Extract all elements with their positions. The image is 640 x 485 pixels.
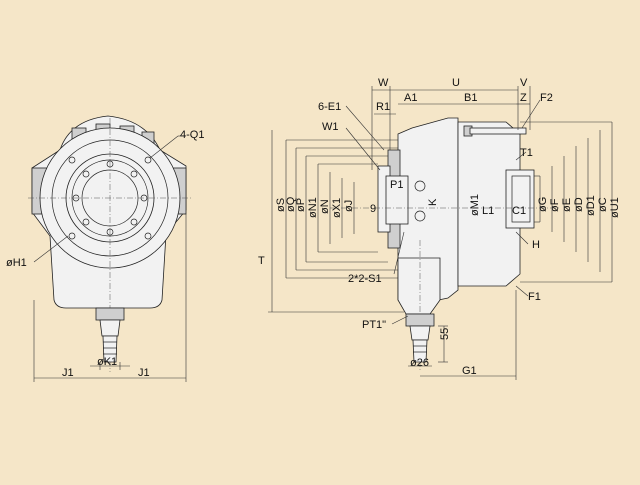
label-h: H [532,239,540,251]
label-z: Z [520,92,527,104]
label-a1: A1 [404,92,417,104]
label-g1: G1 [462,365,477,377]
side-piston [505,169,535,229]
left-diameter-labels: øS øQ øP øN1 øN øX1 øJ [275,196,355,218]
label-e1: 6-E1 [318,101,341,113]
label-q1: 4-Q1 [180,129,204,141]
side-port-k2 [414,210,426,222]
side-rear-cylinder [457,121,521,287]
label-k: K [427,198,439,206]
label-p: øP [295,198,307,212]
side-bore [385,175,409,225]
side-fitting-body [409,325,431,341]
front-fitting-barb [102,335,118,363]
front-fitting-nut [95,307,125,321]
label-q: øQ [285,196,297,212]
side-bolt [469,127,527,135]
label-u: U [452,77,460,89]
side-fitting-barb [412,339,428,363]
side-bottom-port [397,257,441,315]
label-c1: C1 [512,205,526,217]
label-t1: T1 [520,147,533,159]
label-r1: R1 [376,101,390,113]
label-h1: øH1 [6,257,27,269]
front-fitting-body [99,319,121,337]
label-g: øG [537,197,549,212]
label-d1: øD1 [585,195,597,216]
label-w: W [378,77,389,89]
label-s1: 2*2-S1 [348,273,382,285]
label-m1: øM1 [469,194,481,216]
side-port-k [414,180,426,192]
label-t: T [258,255,265,267]
label-u1: øU1 [609,197,621,218]
label-w1: W1 [322,121,339,133]
label-f1: F1 [528,291,541,303]
label-f: øF [549,198,561,212]
label-f2: F2 [540,92,553,104]
label-nine: 9 [370,203,376,215]
side-view: W U V 6-E1 R1 A1 B1 Z F2 W1 T1 P1 øS øQ … [258,77,621,380]
label-x1: øX1 [331,198,343,218]
right-diameter-labels: øG øF øE øD øD1 øC øU1 [537,195,621,218]
label-j1-right: J1 [138,367,150,379]
label-j1-left: J1 [62,367,74,379]
front-view: 4-Q1 øH1 øK1 J1 J1 [6,115,204,382]
label-d: øD [573,197,585,212]
label-k1: øK1 [97,356,117,368]
front-q1-holes [68,156,152,240]
label-d26: ø26 [410,357,429,369]
label-s: øS [275,198,287,212]
label-j: øJ [343,200,355,212]
side-fitting-nut [405,313,435,327]
label-n1: øN1 [307,197,319,218]
label-e: øE [561,198,573,212]
label-pt1: PT1" [362,319,386,331]
label-p1: P1 [390,179,403,191]
label-c: øC [597,197,609,212]
label-n: øN [319,199,331,214]
label-l1: L1 [482,205,494,217]
label-v: V [520,77,528,89]
label-b1: B1 [464,92,477,104]
label-fiftyfive: 55 [439,328,451,340]
